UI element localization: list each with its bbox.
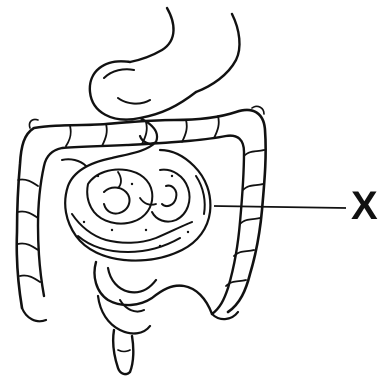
stomach [90, 61, 196, 143]
label-x: X [351, 184, 385, 228]
small-intestine [62, 142, 210, 261]
lower-intestine-and-appendix [22, 262, 238, 374]
label-pointer-line [214, 206, 346, 208]
esophagus [130, 8, 239, 92]
